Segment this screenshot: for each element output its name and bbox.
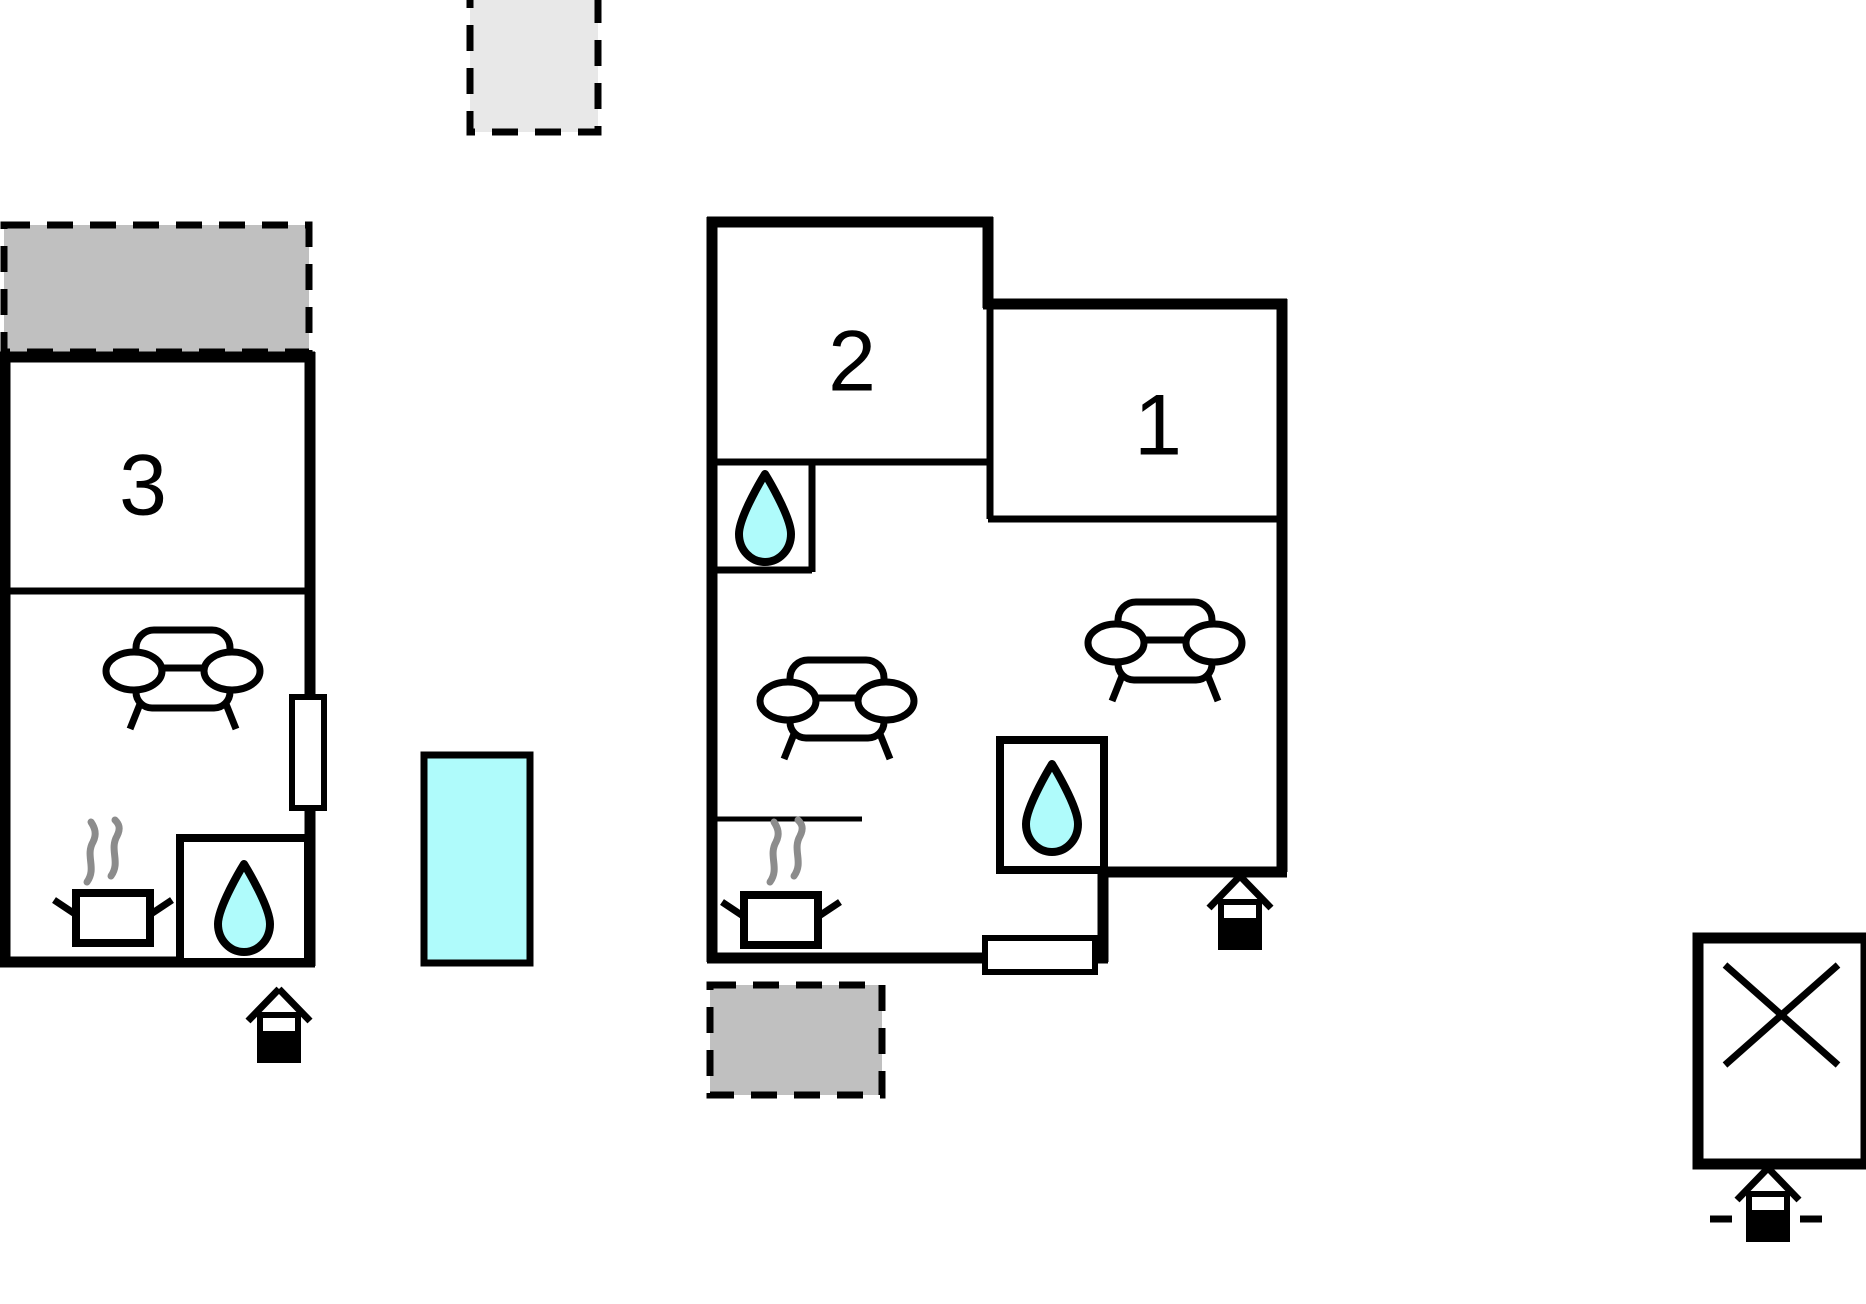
door-bottom-middle	[982, 935, 1098, 975]
room-label-3: 3	[119, 438, 167, 534]
unit-3-bathroom	[176, 834, 312, 966]
central-building-walls	[706, 216, 1288, 964]
room-label-1: 1	[1134, 378, 1182, 474]
swimming-pool	[420, 751, 534, 967]
terrace-top-light	[466, 0, 602, 136]
terrace-left-gray	[0, 221, 313, 356]
terrace-bottom-gray	[706, 981, 886, 1099]
unit-1-bathroom	[996, 736, 1108, 874]
carport-cross-icon	[1692, 932, 1866, 1170]
unit-3-walls	[0, 351, 316, 968]
window-right-room3	[289, 694, 327, 811]
room-label-2: 2	[828, 314, 876, 410]
house-entrance-dashed-icon	[1710, 1168, 1822, 1239]
